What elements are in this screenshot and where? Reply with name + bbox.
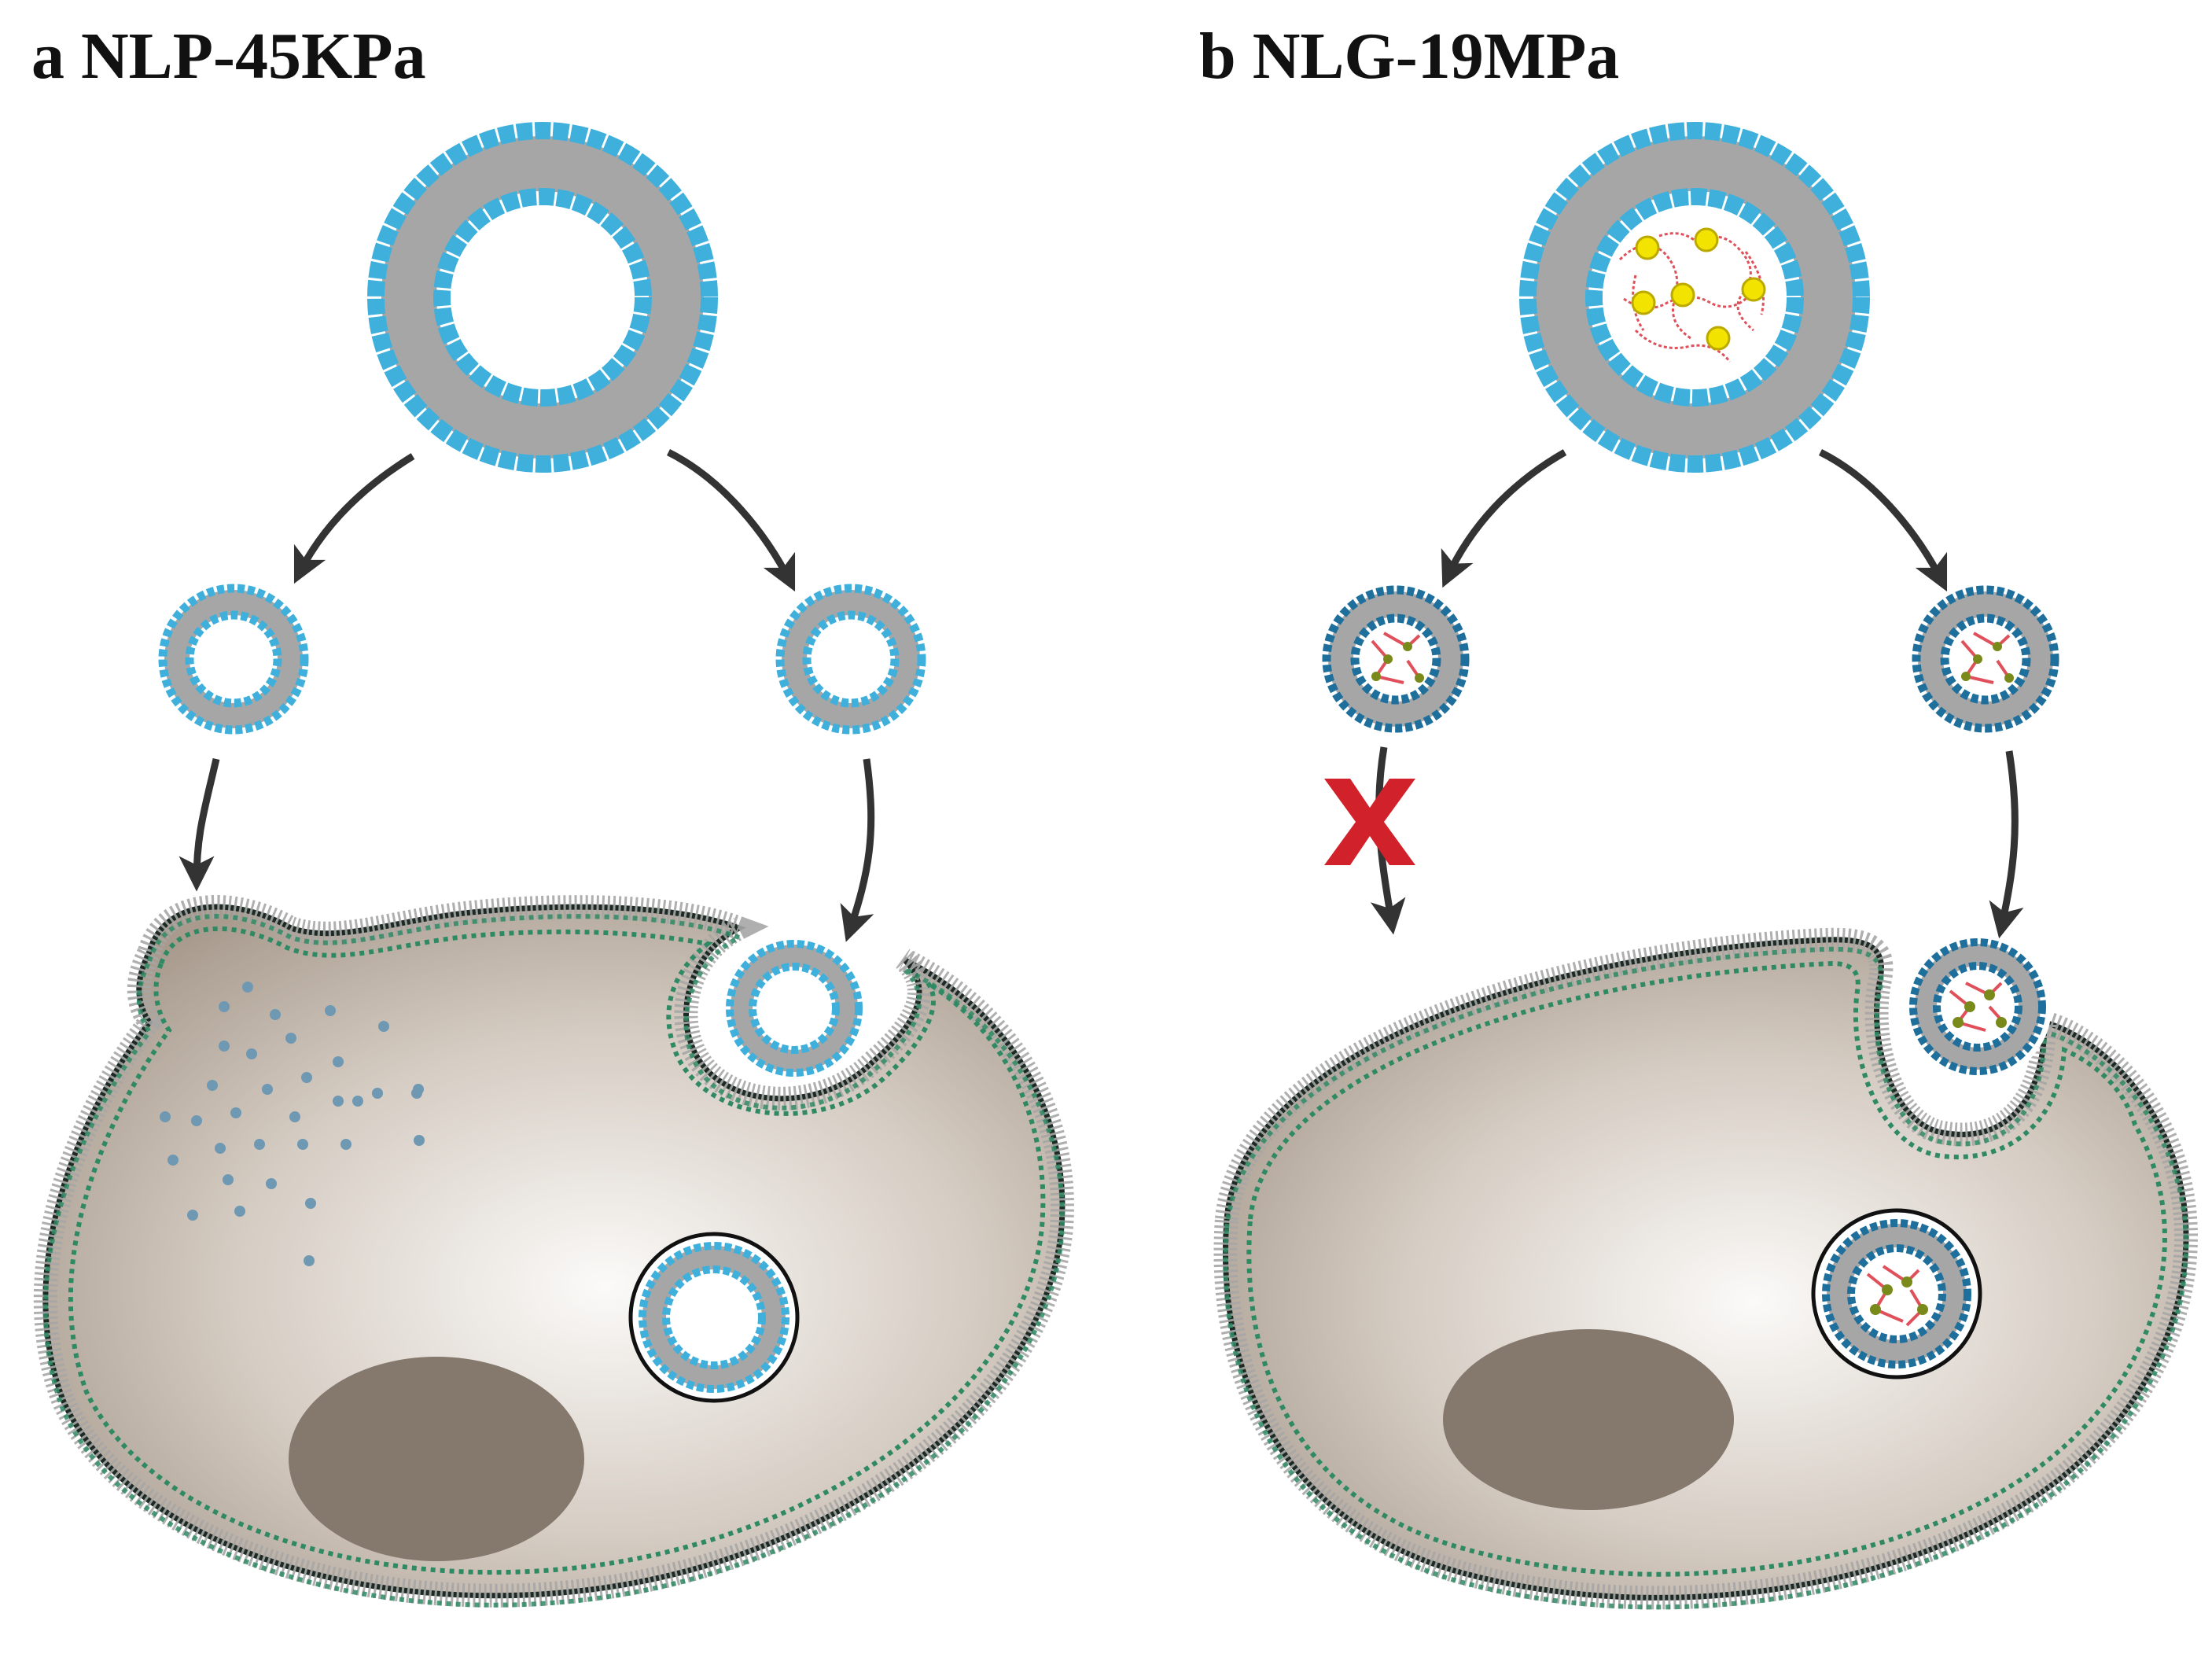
liposome-small-left-a bbox=[155, 580, 312, 738]
cell-inner-leaflet-b bbox=[1246, 960, 2167, 1577]
liposome-small-right-a bbox=[772, 580, 929, 738]
released-cargo-dots-a bbox=[160, 982, 425, 1266]
arrow-split-right-a bbox=[666, 448, 796, 592]
cell-lipid-layer-b bbox=[1213, 927, 2198, 1610]
cell-outer-leaflet-b bbox=[1223, 946, 2188, 1610]
engulfing-vesicle-a bbox=[720, 934, 868, 1082]
cell-inner-leaflet-a bbox=[68, 926, 1046, 1575]
nanolipogel-large-b bbox=[1519, 122, 1870, 473]
panel-a bbox=[33, 122, 1074, 1608]
nucleus-b bbox=[1443, 1329, 1734, 1510]
engulfing-vesicle-b bbox=[1904, 933, 2052, 1081]
panel-a-title: a NLP-45KPa bbox=[31, 20, 426, 93]
arrow-split-left-a bbox=[293, 453, 415, 584]
nanolipogel-small-left-b bbox=[1317, 580, 1474, 738]
cell-outer-leaflet-a bbox=[42, 913, 1065, 1608]
endosome-b bbox=[1811, 1208, 1982, 1380]
arrow-split-right-b bbox=[1818, 448, 1948, 592]
panel-b bbox=[1213, 122, 2198, 1610]
arrow-endocytosis-b bbox=[1989, 750, 2024, 939]
cell-lipid-layer-a bbox=[33, 894, 1074, 1608]
nucleus-a bbox=[289, 1357, 584, 1561]
cell-a bbox=[33, 894, 1074, 1608]
crosslinker-beads bbox=[1631, 227, 1766, 351]
arrow-split-left-b bbox=[1441, 449, 1567, 588]
arrow-endocytosis-a bbox=[840, 758, 875, 942]
liposome-large-a bbox=[367, 122, 718, 473]
nanolipogel-small-right-b bbox=[1907, 580, 2064, 738]
panel-b-title: b NLG-19MPa bbox=[1199, 20, 1620, 93]
red-x-icon bbox=[1324, 779, 1415, 865]
cell-b bbox=[1213, 927, 2198, 1610]
arrow-fusion-a bbox=[179, 757, 220, 892]
